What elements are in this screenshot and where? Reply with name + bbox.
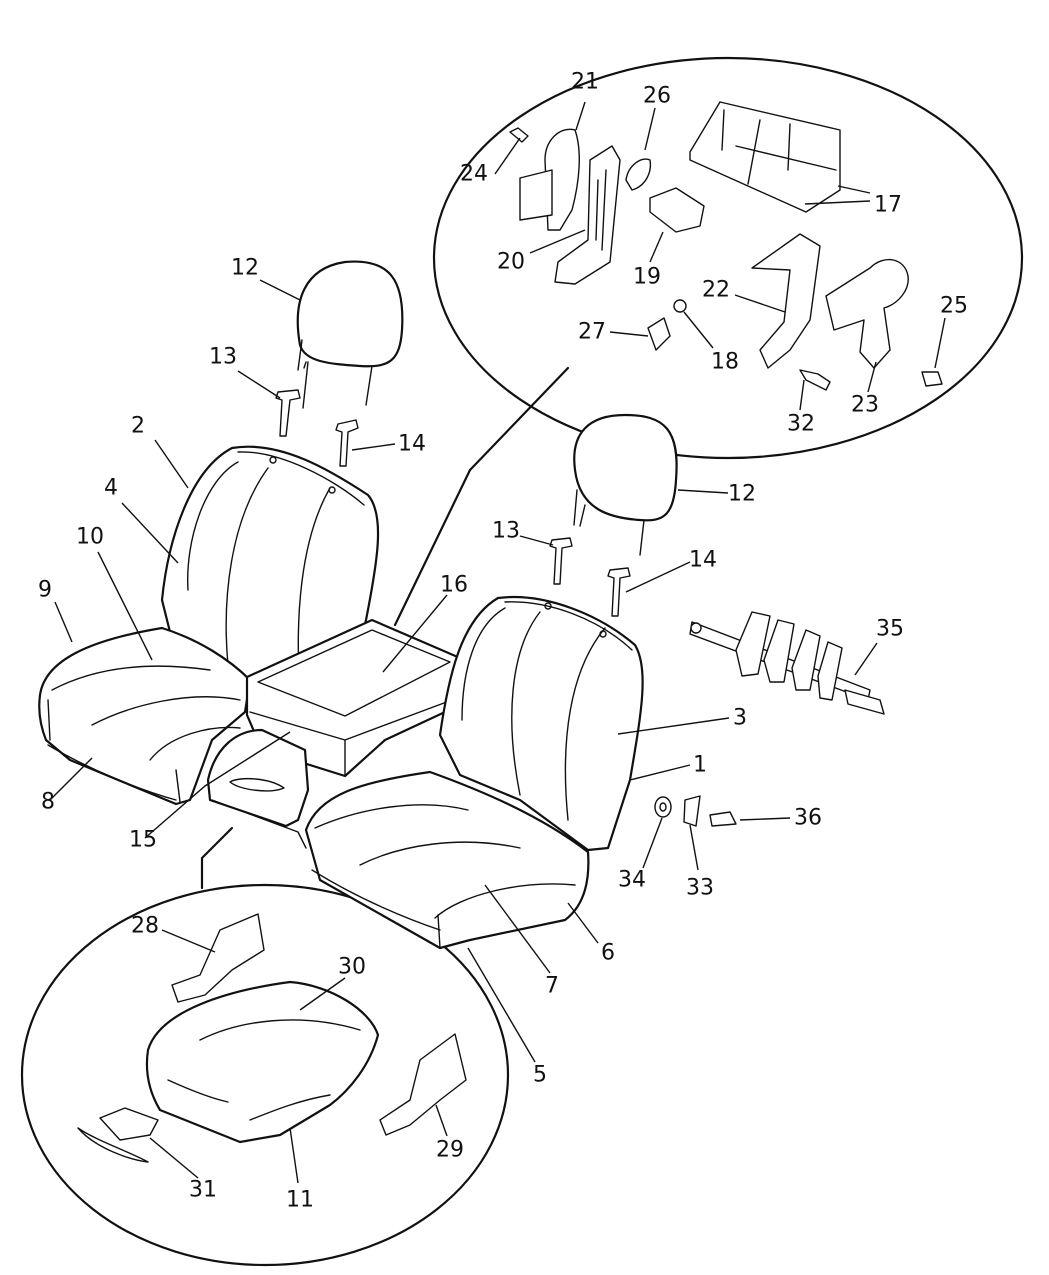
left-seat [38,260,404,806]
callout-26: 26 [643,84,671,109]
callout-14-left: 14 [398,432,426,457]
callout-14-right: 14 [689,548,717,573]
callout-24: 24 [460,162,488,187]
callout-25: 25 [940,294,968,319]
callout-16: 16 [440,573,468,598]
right-headrest [573,413,678,556]
callout-15: 15 [129,828,157,853]
lower-ellipse-parts [77,913,467,1163]
callout-21: 21 [571,70,599,95]
callout-8: 8 [41,790,55,815]
callout-5: 5 [533,1063,547,1088]
callout-labels: 1 2 3 4 5 6 7 8 9 10 11 12 12 13 13 14 1… [38,70,968,1213]
left-seat-cushion [38,626,252,806]
callout-18: 18 [711,350,739,375]
callout-19: 19 [633,265,661,290]
callout-35: 35 [876,617,904,642]
callout-29: 29 [436,1138,464,1163]
callout-28: 28 [131,914,159,939]
callout-33: 33 [686,876,714,901]
callout-7: 7 [545,974,559,999]
callout-23: 23 [851,393,879,418]
callout-11: 11 [286,1188,314,1213]
callout-20: 20 [497,250,525,275]
callout-34: 34 [618,868,646,893]
right-seat-back [438,596,644,852]
callout-10: 10 [76,525,104,550]
callout-31: 31 [189,1178,217,1203]
recliner-shaft-assembly [689,611,885,715]
callout-12-left: 12 [231,256,259,281]
upper-ellipse-parts [509,101,943,391]
callout-3: 3 [733,706,747,731]
lower-detail-callout [20,826,510,1267]
upper-detail-callout [393,56,1024,627]
leader-lines [49,101,946,1184]
callout-32: 32 [787,412,815,437]
callout-27: 27 [578,320,606,345]
callout-12-right: 12 [728,482,756,507]
center-console [206,618,462,849]
callout-22: 22 [702,278,730,303]
callout-4: 4 [104,476,118,501]
left-headrest [296,260,404,409]
left-headrest-guides [275,389,359,467]
callout-6: 6 [601,941,615,966]
right-headrest-guides [549,537,631,617]
callout-1: 1 [693,753,707,778]
callout-30: 30 [338,955,366,980]
right-seat [304,413,678,950]
fastener-hardware [654,795,737,827]
callout-13-left: 13 [209,345,237,370]
callout-9: 9 [38,578,52,603]
right-seat-cushion [304,770,590,950]
callout-17: 17 [874,193,902,218]
callout-2: 2 [131,414,145,439]
callout-36: 36 [794,806,822,831]
callout-13-right: 13 [492,519,520,544]
